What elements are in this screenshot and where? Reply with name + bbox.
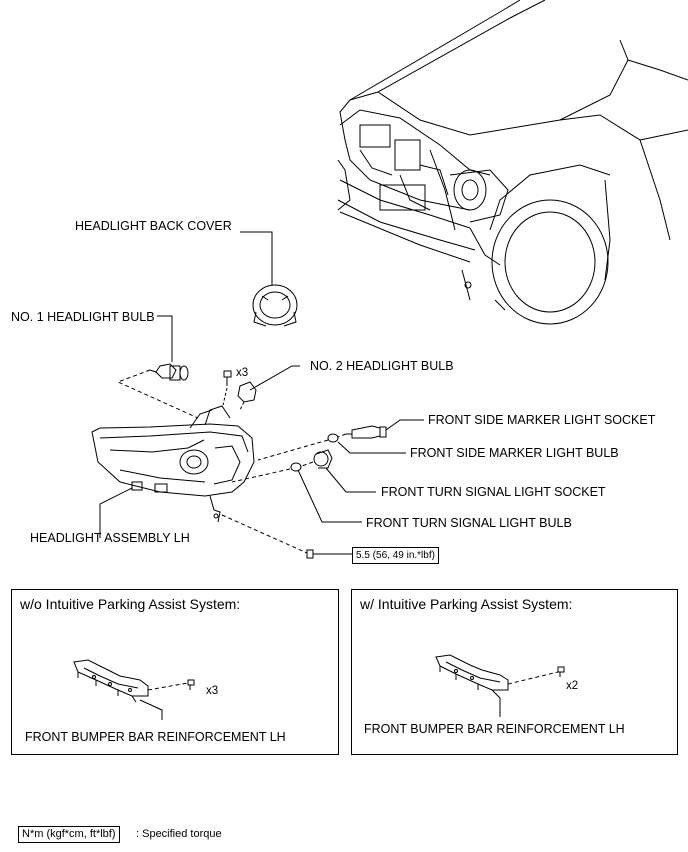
reinforcement-part-panel1 xyxy=(73,659,195,703)
dashed-guide-turn xyxy=(231,461,314,483)
panel-title-without-ipa: w/o Intuitive Parking Assist System: xyxy=(20,596,241,612)
torque-spec-box: 5.5 (56, 49 in.*lbf) xyxy=(352,547,439,564)
legend-unit-box: N*m (kgf*cm, ft*lbf) xyxy=(18,826,120,843)
leader-line-no1-bulb xyxy=(157,315,173,362)
headlight-assembly-part xyxy=(91,405,255,523)
leader-line-turn-bulb xyxy=(297,469,362,523)
callout-screw-quantity: x3 xyxy=(236,367,249,379)
turn-signal-bulb-part xyxy=(290,462,302,472)
callout-turn-signal-bulb: FRONT TURN SIGNAL LIGHT BULB xyxy=(366,516,572,530)
callout-headlight-back-cover: HEADLIGHT BACK COVER xyxy=(75,219,232,233)
leader-line-panel1 xyxy=(139,699,163,720)
headlight-back-cover-part xyxy=(252,284,298,327)
no2-headlight-bulb-part xyxy=(237,381,257,411)
callout-turn-signal-socket: FRONT TURN SIGNAL LIGHT SOCKET xyxy=(381,485,606,499)
dashed-guide-side-marker xyxy=(257,433,347,461)
panel-without-ipa: w/o Intuitive Parking Assist System: x3 … xyxy=(11,589,339,755)
panel-part-label-without-ipa: FRONT BUMPER BAR REINFORCEMENT LH xyxy=(25,730,286,744)
leader-line-panel2 xyxy=(491,689,501,717)
screw-x3-part xyxy=(222,370,232,406)
dashed-guide-no1 xyxy=(116,369,199,419)
callout-no1-headlight-bulb: NO. 1 HEADLIGHT BULB xyxy=(11,310,155,324)
leader-line-headlight-assembly xyxy=(99,487,133,538)
panel-part-label-with-ipa: FRONT BUMPER BAR REINFORCEMENT LH xyxy=(364,722,625,736)
leader-line-turn-socket xyxy=(325,467,376,493)
bolt-part xyxy=(306,549,322,559)
side-marker-socket-part xyxy=(346,425,387,439)
vehicle-front-illustration xyxy=(337,0,688,325)
no1-headlight-bulb-part xyxy=(149,363,189,381)
leader-line-side-marker-socket xyxy=(385,419,424,431)
reinforcement-part-panel2 xyxy=(435,654,565,691)
dashed-guide-bolt xyxy=(221,514,308,554)
callout-no2-headlight-bulb: NO. 2 HEADLIGHT BULB xyxy=(310,359,454,373)
side-marker-bulb-part xyxy=(327,433,339,443)
turn-signal-socket-part xyxy=(313,449,333,469)
leader-line-back-cover xyxy=(240,231,273,285)
panel-quantity-without-ipa: x3 xyxy=(206,685,219,697)
leader-line-no2-bulb xyxy=(249,365,300,391)
callout-side-marker-bulb: FRONT SIDE MARKER LIGHT BULB xyxy=(410,446,619,460)
legend-description: : Specified torque xyxy=(136,828,222,840)
callout-side-marker-socket: FRONT SIDE MARKER LIGHT SOCKET xyxy=(428,413,656,427)
panel-title-with-ipa: w/ Intuitive Parking Assist System: xyxy=(360,596,573,612)
panel-with-ipa: w/ Intuitive Parking Assist System: x2 F… xyxy=(351,589,678,755)
dashed-guide-panel2 xyxy=(507,671,559,685)
callout-headlight-assembly: HEADLIGHT ASSEMBLY LH xyxy=(30,531,190,545)
panel-quantity-with-ipa: x2 xyxy=(566,680,579,692)
leader-line-side-marker-bulb xyxy=(337,441,406,454)
